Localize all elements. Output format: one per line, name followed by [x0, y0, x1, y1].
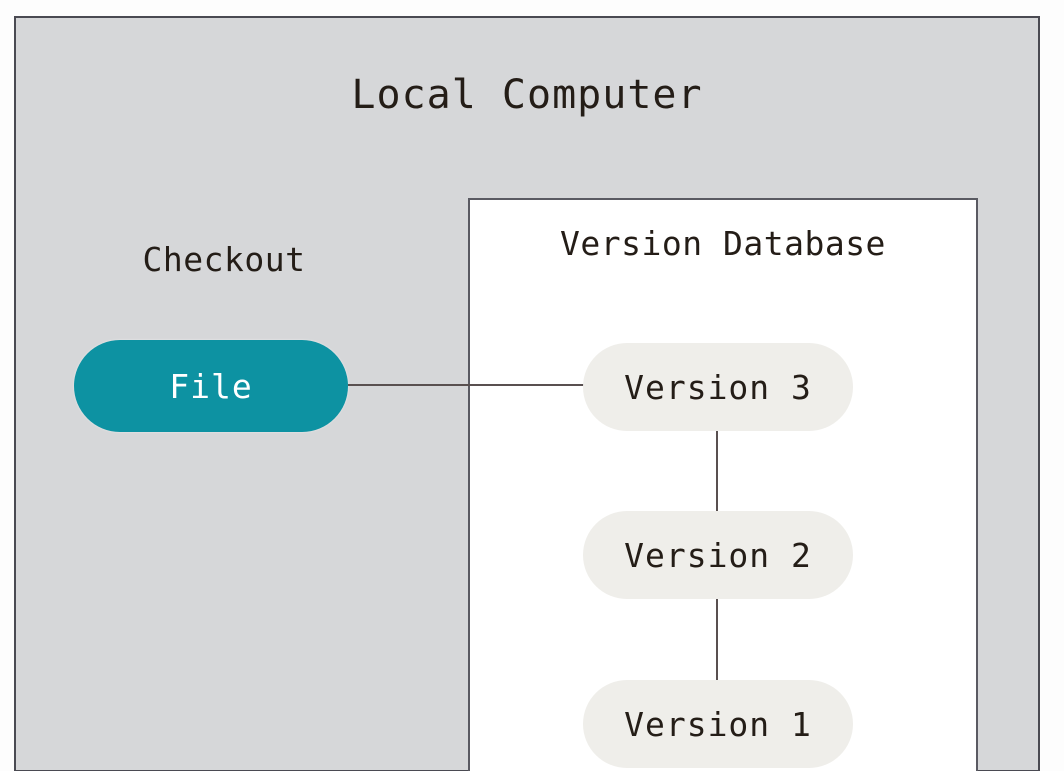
edge-file-to-version3	[348, 384, 586, 386]
version-node-3[interactable]: Version 3	[583, 343, 853, 431]
version-node-1-label: Version 1	[624, 704, 812, 744]
edge-version3-to-version2	[716, 431, 718, 512]
version-database-panel: Version Database	[468, 198, 978, 771]
local-computer-title: Local Computer	[351, 72, 703, 118]
version-node-2-label: Version 2	[624, 535, 812, 575]
version-node-1[interactable]: Version 1	[583, 680, 853, 768]
edge-version2-to-version1	[716, 599, 718, 681]
version-node-3-label: Version 3	[624, 367, 812, 407]
version-database-title: Version Database	[560, 224, 886, 263]
checkout-label: Checkout	[142, 240, 306, 279]
file-node[interactable]: File	[74, 340, 348, 432]
version-node-2[interactable]: Version 2	[583, 511, 853, 599]
file-node-label: File	[169, 366, 253, 406]
